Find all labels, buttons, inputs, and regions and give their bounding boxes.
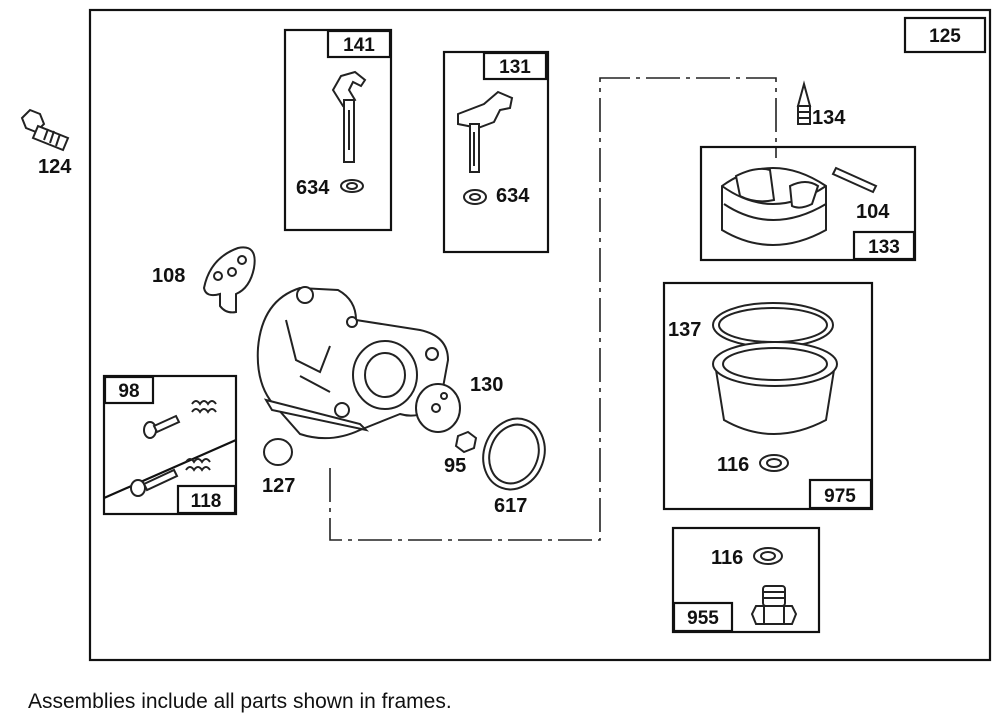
- connector-line: [329, 77, 777, 541]
- label-104: 104: [856, 201, 890, 223]
- bolt-124-part: [20, 108, 70, 152]
- label-124: 124: [38, 156, 72, 178]
- plug-127-part: [263, 438, 293, 466]
- frame-955: [671, 526, 821, 634]
- label-116-bowl: 116: [717, 454, 749, 476]
- bowl-gasket-137-part: [712, 302, 834, 348]
- gasket-108-part: [202, 246, 256, 314]
- frame-label-955: 955: [687, 608, 719, 629]
- label-95: 95: [444, 455, 466, 477]
- label-137: 137: [668, 319, 701, 341]
- label-617: 617: [494, 495, 527, 517]
- frame-label-133: 133: [868, 237, 900, 258]
- bowl-nut-955-part: [750, 585, 798, 625]
- washer-116-bolt-part: [753, 547, 783, 565]
- label-634-right: 634: [496, 185, 530, 207]
- frame-label-975: 975: [824, 486, 856, 507]
- label-127: 127: [262, 475, 295, 497]
- frame-131: [442, 50, 550, 254]
- idle-screw-98-part: [143, 400, 217, 439]
- label-116-bolt: 116: [711, 547, 743, 569]
- frame-label-118: 118: [191, 491, 222, 512]
- carburetor-body-part: [256, 286, 450, 440]
- frame-141: [283, 28, 393, 232]
- choke-shaft-141-part: [331, 70, 367, 193]
- float-bowl-part: [712, 341, 838, 435]
- frame-98-118: [102, 374, 238, 516]
- oring-617-part: [482, 417, 546, 491]
- frame-133: [699, 145, 917, 262]
- float-133-part: [721, 167, 827, 246]
- needle-134-part: [796, 80, 812, 125]
- frame-label-141: 141: [343, 35, 375, 56]
- float-pin-104-part: [831, 166, 878, 194]
- mixture-screw-118-part: [130, 458, 211, 497]
- assemblies-note: Assemblies include all parts shown in fr…: [28, 690, 452, 713]
- label-130: 130: [470, 374, 503, 396]
- label-134: 134: [812, 107, 846, 129]
- frame-label-98: 98: [118, 381, 139, 402]
- plate-130-part: [415, 383, 461, 433]
- frame-125: [88, 8, 992, 662]
- label-634-left: 634: [296, 177, 330, 199]
- frame-975: [662, 281, 874, 511]
- screw-95-part: [454, 430, 478, 454]
- washer-116-bowl-part: [759, 454, 789, 472]
- throttle-shaft-131-part: [457, 90, 514, 205]
- frame-label-125: 125: [929, 26, 961, 47]
- label-108: 108: [152, 265, 185, 287]
- frame-label-131: 131: [499, 57, 531, 78]
